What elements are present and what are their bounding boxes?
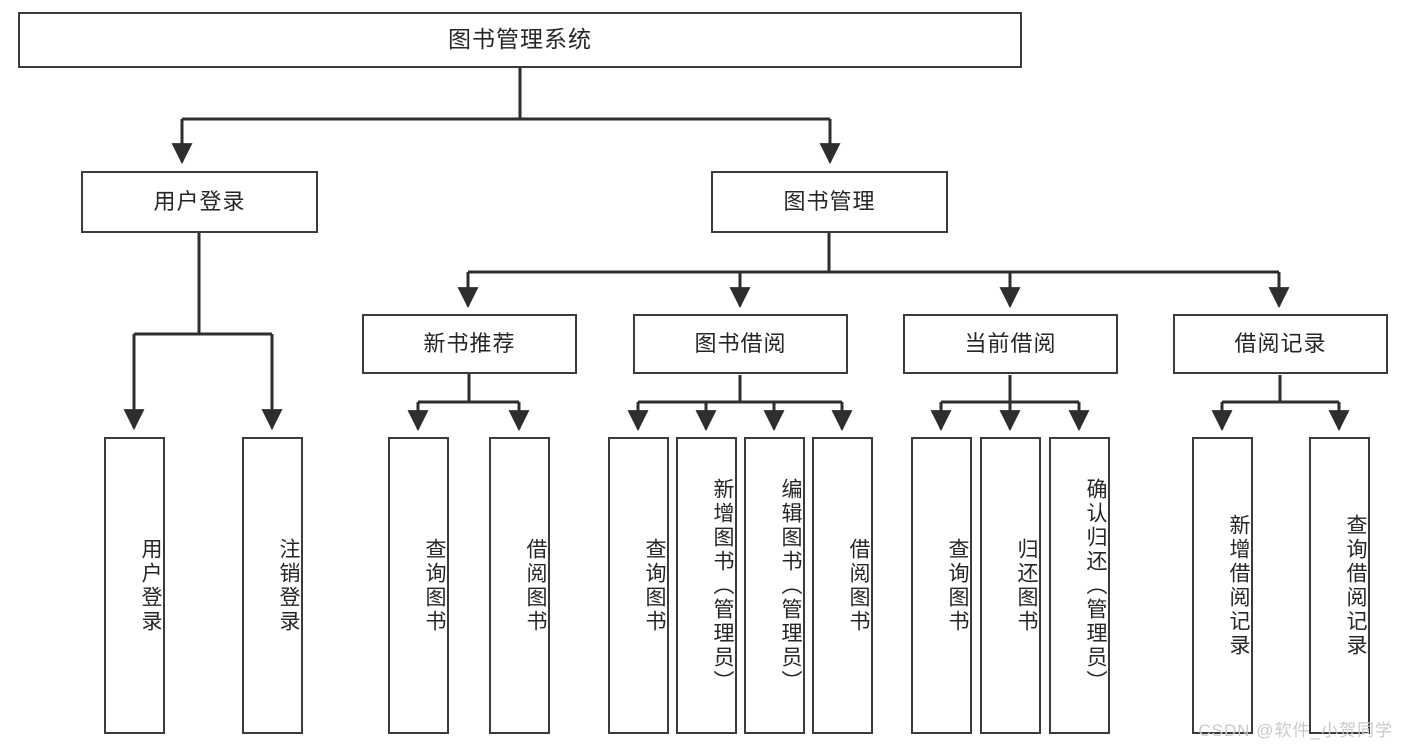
leaf-current-borrow-0[interactable]: 查询图书	[911, 437, 972, 734]
leaf-user-login-1[interactable]: 注销登录	[242, 437, 303, 734]
leaf-current-borrow-1[interactable]: 归还图书	[980, 437, 1041, 734]
leaf-label: 新增借阅记录	[1227, 513, 1250, 658]
leaf-label: 确认归还（管理员）	[1084, 477, 1107, 694]
leaf-label: 用户登录	[139, 537, 162, 634]
leaf-new-book-rec-1[interactable]: 借阅图书	[489, 437, 550, 734]
leaf-new-book-rec-0[interactable]: 查询图书	[388, 437, 449, 734]
leaf-label: 借阅图书	[524, 537, 547, 634]
leaf-book-borrow-1[interactable]: 新增图书（管理员）	[676, 437, 737, 734]
leaf-book-borrow-0[interactable]: 查询图书	[608, 437, 669, 734]
leaf-label: 查询图书	[643, 537, 666, 634]
watermark-credit: CSDN @软件_小贺同学	[1198, 721, 1393, 740]
leaf-label: 查询图书	[946, 537, 969, 634]
leaf-label: 编辑图书（管理员）	[779, 477, 802, 694]
leaf-label: 查询借阅记录	[1344, 513, 1367, 658]
node-current-borrow-label: 当前借阅	[964, 330, 1057, 356]
node-new-book-rec[interactable]: 新书推荐	[362, 314, 577, 374]
node-user-login-label: 用户登录	[153, 188, 246, 214]
node-root-system[interactable]: 图书管理系统	[18, 12, 1022, 68]
leaf-label: 借阅图书	[847, 537, 870, 634]
node-user-login[interactable]: 用户登录	[81, 171, 318, 233]
node-borrow-record-label: 借阅记录	[1234, 330, 1327, 356]
leaf-user-login-0[interactable]: 用户登录	[104, 437, 165, 734]
node-book-borrow[interactable]: 图书借阅	[633, 314, 848, 374]
leaf-label: 归还图书	[1015, 537, 1038, 634]
leaf-label: 新增图书（管理员）	[711, 477, 734, 694]
leaf-book-borrow-3[interactable]: 借阅图书	[812, 437, 873, 734]
node-book-manage-label: 图书管理	[783, 188, 876, 214]
node-root-system-label: 图书管理系统	[448, 26, 592, 53]
leaf-label: 注销登录	[277, 537, 300, 634]
node-borrow-record[interactable]: 借阅记录	[1173, 314, 1388, 374]
node-new-book-rec-label: 新书推荐	[423, 330, 516, 356]
leaf-book-borrow-2[interactable]: 编辑图书（管理员）	[744, 437, 805, 734]
node-current-borrow[interactable]: 当前借阅	[903, 314, 1118, 374]
node-book-manage[interactable]: 图书管理	[711, 171, 948, 233]
leaf-borrow-record-0[interactable]: 新增借阅记录	[1192, 437, 1253, 734]
leaf-current-borrow-2[interactable]: 确认归还（管理员）	[1049, 437, 1110, 734]
node-book-borrow-label: 图书借阅	[694, 330, 787, 356]
leaf-borrow-record-1[interactable]: 查询借阅记录	[1309, 437, 1370, 734]
leaf-label: 查询图书	[423, 537, 446, 634]
